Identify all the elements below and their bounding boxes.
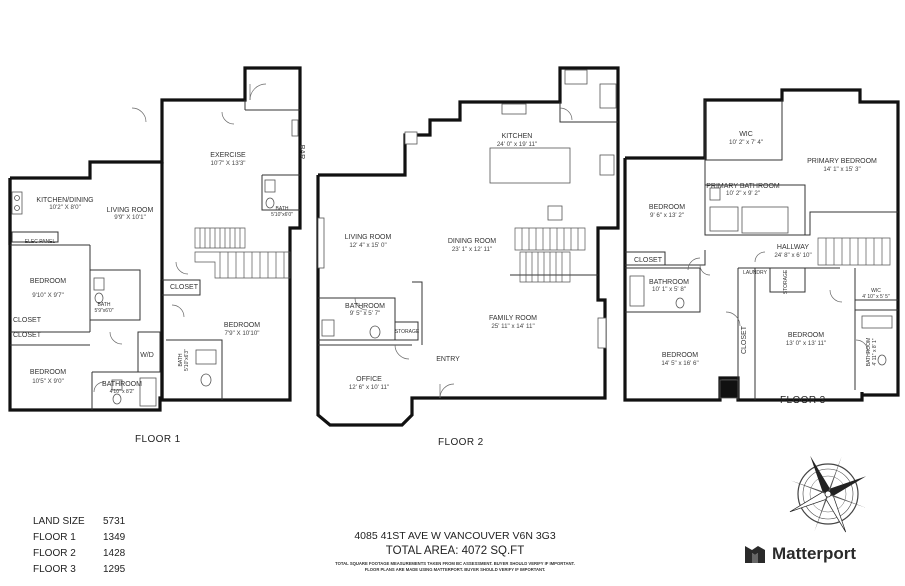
matterport-brand: Matterport [744, 544, 856, 564]
address-block: 4085 41ST AVE W VANCOUVER V6N 3G3 TOTAL … [330, 530, 580, 572]
svg-text:CLOSET: CLOSET [741, 325, 748, 354]
svg-text:5'10"x6'0": 5'10"x6'0" [271, 212, 293, 218]
disclaimer: TOTAL SQUARE FOOTAGE MEASUREMENTS TAKEN … [330, 561, 580, 572]
stat-label: FLOOR 1 [33, 532, 76, 543]
svg-text:13' 0" x 13' 11": 13' 0" x 13' 11" [786, 340, 826, 347]
svg-text:12' 4" x 15' 0": 12' 4" x 15' 0" [349, 242, 386, 249]
floor-2-title: FLOOR 2 [438, 437, 484, 448]
svg-text:10'5" X 9'0": 10'5" X 9'0" [32, 378, 64, 385]
svg-text:BEDROOM: BEDROOM [788, 332, 824, 339]
svg-text:DINING ROOM: DINING ROOM [448, 238, 496, 245]
svg-text:9'10" X 9'7": 9'10" X 9'7" [32, 292, 64, 299]
svg-text:7'9" X 10'10": 7'9" X 10'10" [225, 330, 260, 337]
room-dims: 10'2" X 8'0" [49, 204, 81, 211]
svg-text:BATH: BATH [98, 302, 111, 308]
disclaimer-line: FLOOR PLANS ARE MADE USING MATTERPORT. B… [364, 566, 546, 572]
floor-3-plan: WIC 10' 2" x 7' 4" PRIMARY BEDROOM 14' 1… [623, 88, 900, 402]
stat-label: FLOOR 2 [33, 548, 76, 559]
svg-text:PRIMARY BEDROOM: PRIMARY BEDROOM [807, 158, 877, 165]
svg-text:9' 6" x 13' 2": 9' 6" x 13' 2" [650, 212, 684, 219]
svg-text:5'10"x6'3": 5'10"x6'3" [184, 349, 190, 371]
svg-text:24' 0" x 19' 11": 24' 0" x 19' 11" [497, 141, 537, 148]
svg-text:CLOSET: CLOSET [13, 332, 42, 339]
svg-text:9' 5" x 5' 7": 9' 5" x 5' 7" [350, 310, 381, 317]
svg-text:BEDROOM: BEDROOM [30, 278, 66, 285]
svg-text:9'9" X 10'1": 9'9" X 10'1" [114, 214, 146, 221]
svg-text:10'7" X 13'3": 10'7" X 13'3" [211, 160, 246, 167]
floor-3-title: FLOOR 3 [780, 395, 826, 406]
svg-text:LIVING ROOM: LIVING ROOM [345, 234, 392, 241]
floor-plan-drawing: KITCHEN/DINING 10'2" X 8'0" LIVING ROOM … [8, 66, 900, 427]
floor-1-title: FLOOR 1 [135, 434, 181, 445]
svg-text:14' 1" x 15' 3": 14' 1" x 15' 3" [823, 166, 860, 173]
svg-text:24' 8" x 6' 10": 24' 8" x 6' 10" [774, 252, 811, 259]
svg-text:CLOSET: CLOSET [13, 317, 42, 324]
floor-1-plan: KITCHEN/DINING 10'2" X 8'0" LIVING ROOM … [8, 66, 305, 412]
svg-text:4' 10" x 5' 5": 4' 10" x 5' 5" [862, 294, 890, 300]
svg-text:W/D: W/D [140, 352, 154, 359]
disclaimer-line: TOTAL SQUARE FOOTAGE MEASUREMENTS TAKEN … [335, 561, 575, 566]
stat-row: FLOOR 3 1295 [33, 562, 143, 578]
svg-text:PRIMARY BATHROOM: PRIMARY BATHROOM [706, 183, 780, 190]
svg-text:LIVING ROOM: LIVING ROOM [107, 207, 154, 214]
stat-value: 1428 [103, 548, 126, 559]
svg-text:WIC: WIC [871, 288, 881, 294]
matterport-logo-icon [745, 546, 765, 563]
svg-text:14' 5" x 16' 6": 14' 5" x 16' 6" [661, 360, 698, 367]
svg-text:BATH: BATH [178, 353, 184, 366]
svg-text:FAMILY ROOM: FAMILY ROOM [489, 315, 537, 322]
room-label: KITCHEN/DINING [36, 197, 93, 204]
stat-value: 1295 [103, 564, 126, 575]
svg-text:BATHROOM: BATHROOM [649, 279, 689, 286]
area-stats: LAND SIZE 5731 FLOOR 1 1349 FLOOR 2 1428… [33, 514, 143, 578]
svg-text:10' 1" x 5' 8": 10' 1" x 5' 8" [652, 286, 686, 293]
compass-rose-icon [789, 455, 867, 533]
total-area: TOTAL AREA: 4072 SQ.FT [385, 545, 525, 557]
svg-text:BATHROOM: BATHROOM [345, 303, 385, 310]
svg-text:BATHROOM: BATHROOM [102, 381, 142, 388]
svg-text:5'9"x6'0": 5'9"x6'0" [94, 308, 113, 314]
stat-row: LAND SIZE 5731 [33, 514, 143, 530]
svg-text:BATH: BATH [276, 206, 289, 212]
svg-text:ELEC PANEL: ELEC PANEL [25, 239, 56, 245]
svg-text:12' 6" x 10' 11": 12' 6" x 10' 11" [349, 384, 389, 391]
svg-text:OFFICE: OFFICE [356, 376, 382, 383]
stat-value: 5731 [103, 516, 126, 527]
stat-row: FLOOR 2 1428 [33, 546, 143, 562]
svg-text:BAR: BAR [298, 145, 305, 159]
stat-label: LAND SIZE [33, 516, 85, 527]
svg-text:LAUNDRY: LAUNDRY [743, 270, 767, 276]
address: 4085 41ST AVE W VANCOUVER V6N 3G3 [354, 530, 556, 542]
svg-text:STORAGE: STORAGE [395, 329, 420, 335]
svg-text:BATHROOM: BATHROOM [866, 338, 872, 367]
stat-label: FLOOR 3 [33, 564, 76, 575]
svg-text:10' 2" x 7' 4": 10' 2" x 7' 4" [729, 139, 763, 146]
svg-text:4'10" x 8'2": 4'10" x 8'2" [110, 389, 135, 395]
svg-text:BEDROOM: BEDROOM [662, 352, 698, 359]
svg-text:25' 11" x 14' 11": 25' 11" x 14' 11" [491, 323, 534, 330]
floor-2-plan: KITCHEN 24' 0" x 19' 11" LIVING ROOM 12'… [316, 66, 620, 427]
brand-name: Matterport [772, 544, 857, 563]
svg-text:EXERCISE: EXERCISE [210, 152, 246, 159]
stat-value: 1349 [103, 532, 126, 543]
svg-text:ENTRY: ENTRY [436, 356, 460, 363]
svg-text:BEDROOM: BEDROOM [30, 369, 66, 376]
svg-text:KITCHEN: KITCHEN [502, 133, 533, 140]
svg-text:CLOSET: CLOSET [170, 284, 199, 291]
svg-text:HALLWAY: HALLWAY [777, 244, 809, 251]
svg-text:23' 1" x 12' 11": 23' 1" x 12' 11" [452, 246, 492, 253]
svg-text:BEDROOM: BEDROOM [649, 204, 685, 211]
svg-text:CLOSET: CLOSET [634, 257, 663, 264]
svg-text:STORAGE: STORAGE [783, 269, 789, 294]
svg-text:10' 2" x 9' 2": 10' 2" x 9' 2" [726, 190, 760, 197]
svg-text:4' 11" x 8' 1": 4' 11" x 8' 1" [872, 338, 878, 365]
svg-text:BEDROOM: BEDROOM [224, 322, 260, 329]
svg-text:WIC: WIC [739, 131, 753, 138]
stat-row: FLOOR 1 1349 [33, 530, 143, 546]
